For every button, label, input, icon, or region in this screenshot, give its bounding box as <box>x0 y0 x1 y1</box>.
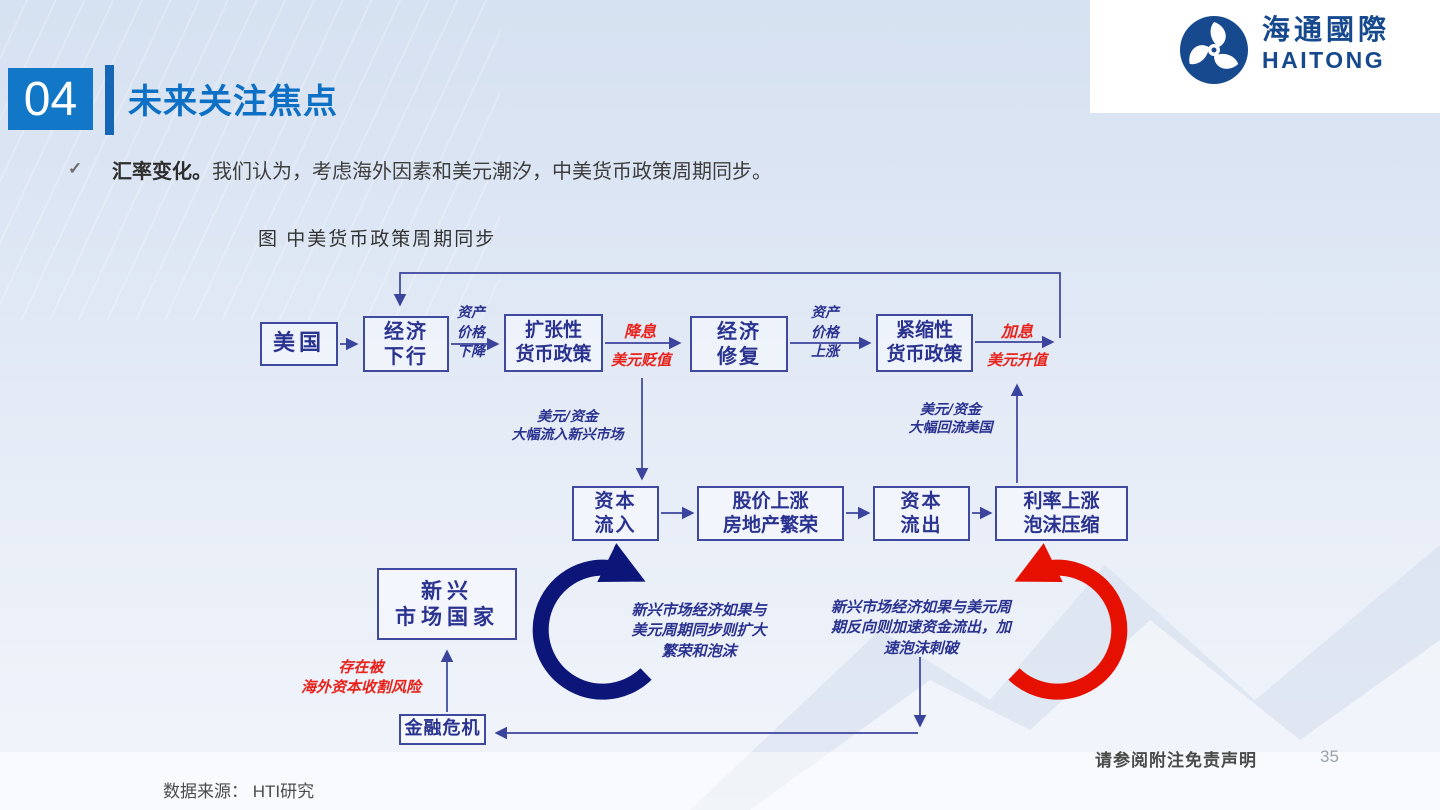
box-emerging-markets: 新兴 市场国家 <box>377 568 517 640</box>
page-number: 35 <box>1320 747 1339 766</box>
label-usd-appreciate: 美元升值 <box>986 351 1047 369</box>
bullet-body: 我们认为，考虑海外因素和美元潮汐，中美货币政策周期同步。 <box>212 161 772 183</box>
box-financial-crisis: 金融危机 <box>399 714 486 745</box>
label-rate-hike: 加息 <box>1000 322 1033 341</box>
bullet-lead: 汇率变化。 <box>112 161 212 183</box>
check-icon: ✓ <box>68 159 83 178</box>
note-sync-cycle: 新兴市场经济如果与 美元周期同步则扩大 繁荣和泡沫 <box>631 601 767 660</box>
label-harvest-risk: 存在被 海外资本收割风险 <box>300 658 421 696</box>
logo-area: 海通國際 HAITONG <box>1090 0 1440 113</box>
logo-text: 海通國際 HAITONG <box>1262 16 1390 72</box>
box-econ-down: 经济 下行 <box>363 316 449 372</box>
box-expansionary-policy: 扩张性 货币政策 <box>504 314 603 372</box>
title-accent-bar <box>105 65 114 135</box>
box-capital-inflow: 资本 流入 <box>572 486 659 541</box>
haitong-swirl-icon <box>1180 16 1248 84</box>
logo-name-en: HAITONG <box>1262 47 1386 73</box>
bullet-text: 汇率变化。我们认为，考虑海外因素和美元潮汐，中美货币政策周期同步。 <box>112 155 772 184</box>
section-number-badge: 04 <box>8 68 93 130</box>
label-usd-inflow: 美元/资金 大幅流入新兴市场 <box>511 409 624 444</box>
box-econ-recovery: 经济 修复 <box>690 316 788 372</box>
data-source: 数据来源： HTI研究 <box>163 782 315 801</box>
logo-name-cn: 海通國際 <box>1262 14 1391 45</box>
box-stock-property-boom: 股价上涨 房地产繁荣 <box>697 486 844 541</box>
page-title: 未来关注焦点 <box>128 83 338 121</box>
box-tightening-policy: 紧缩性 货币政策 <box>876 314 973 372</box>
box-us: 美国 <box>260 322 338 366</box>
label-usd-outflow: 美元/资金 大幅回流美国 <box>908 402 993 437</box>
disclaimer-note: 请参阅附注免责声明 <box>1095 751 1257 770</box>
label-asset-price-up: 资产 价格 上涨 <box>811 305 839 361</box>
section-number: 04 <box>23 72 78 126</box>
label-asset-price-down: 资产 价格 下降 <box>457 305 485 361</box>
figure-caption: 图 中美货币政策周期同步 <box>258 229 497 250</box>
label-rate-cut: 降息 <box>623 322 656 341</box>
label-usd-depreciate: 美元贬值 <box>610 351 671 369</box>
note-desync-cycle: 新兴市场经济如果与美元周 期反向则加速资金流出，加 速泡沫刺破 <box>830 598 1011 657</box>
box-capital-outflow: 资本 流出 <box>873 486 970 541</box>
box-rate-up-bubble-squeeze: 利率上涨 泡沫压缩 <box>995 486 1128 541</box>
